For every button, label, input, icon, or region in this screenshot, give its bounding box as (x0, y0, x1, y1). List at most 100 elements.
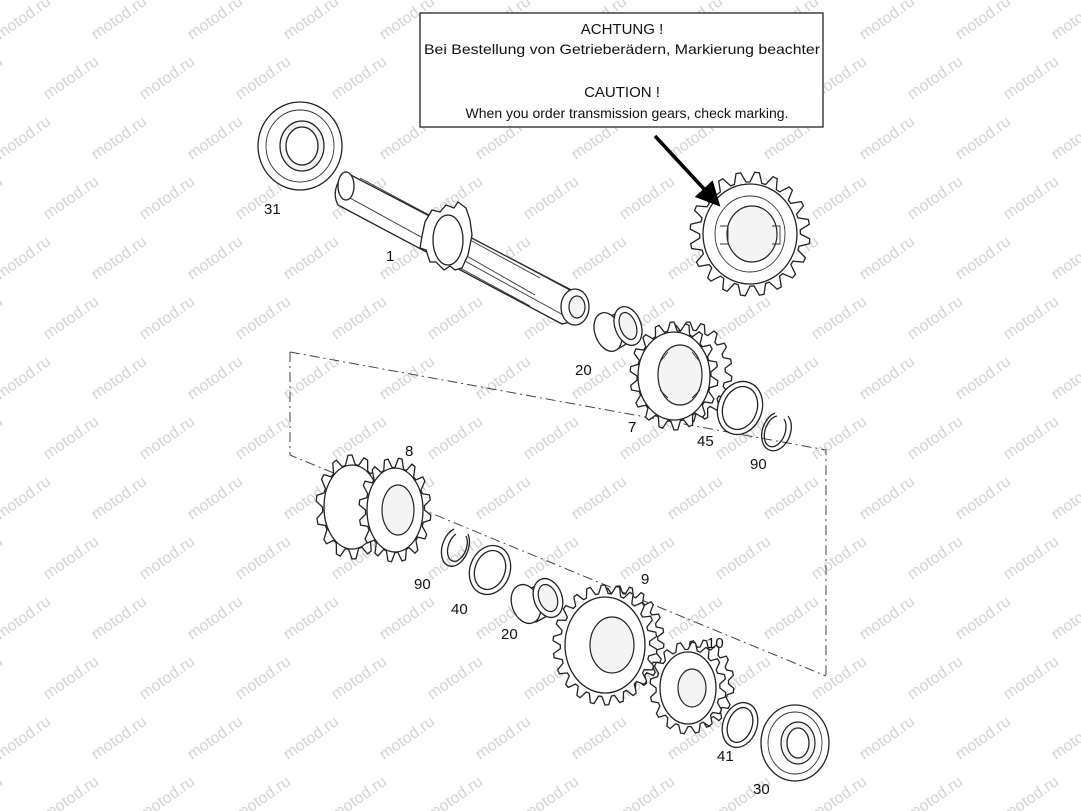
caution-note: ACHTUNG ! Bei Bestellung von Getrieberäd… (419, 12, 824, 128)
part-number-45: 45 (697, 433, 714, 450)
watermark-text: motod.ru (0, 233, 54, 283)
part-number-1: 1 (386, 248, 394, 265)
main-shaft-1 (334, 171, 590, 326)
watermark-text: motod.ru (569, 473, 630, 523)
watermark-text: motod.ru (1049, 113, 1081, 163)
watermark-text: motod.ru (1049, 0, 1081, 43)
part-number-9: 9 (641, 571, 649, 588)
watermark-text: motod.ru (425, 773, 486, 811)
watermark-text: motod.ru (185, 233, 246, 283)
watermark-text: motod.ru (0, 293, 6, 343)
part-number-90-top: 90 (750, 456, 767, 473)
watermark-text: motod.ru (473, 473, 534, 523)
circlip-90-top (761, 412, 792, 452)
watermark-text: motod.ru (137, 773, 198, 811)
watermark-text: motod.ru (809, 533, 870, 583)
pointer-arrow (653, 134, 721, 207)
part-number-7: 7 (628, 419, 636, 436)
note-text-en: When you order transmission gears, check… (466, 105, 789, 121)
bearing-30 (760, 704, 830, 782)
note-heading-de: ACHTUNG ! (581, 21, 664, 38)
part-number-20-top: 20 (575, 362, 592, 379)
watermark-text: motod.ru (617, 773, 678, 811)
watermark-text: motod.ru (521, 173, 582, 223)
watermark-text: motod.ru (233, 533, 294, 583)
watermark-text: motod.ru (905, 413, 966, 463)
watermark-text: motod.ru (761, 353, 822, 403)
watermark-text: motod.ru (233, 53, 294, 103)
watermark-text: motod.ru (1001, 173, 1062, 223)
watermark-text: motod.ru (1049, 233, 1081, 283)
watermark-text: motod.ru (185, 593, 246, 643)
watermark-text: motod.ru (953, 233, 1014, 283)
watermark-text: motod.ru (329, 53, 390, 103)
watermark-text: motod.ru (473, 713, 534, 763)
watermark-text: motod.ru (905, 53, 966, 103)
watermark-text: motod.ru (0, 713, 54, 763)
washer-41 (721, 701, 759, 749)
watermark-text: motod.ru (0, 0, 54, 43)
part-number-31: 31 (264, 201, 281, 218)
watermark-text: motod.ru (185, 113, 246, 163)
watermark-text: motod.ru (473, 353, 534, 403)
watermark-text: motod.ru (0, 593, 54, 643)
watermark-text: motod.ru (89, 113, 150, 163)
watermark-text: motod.ru (281, 0, 342, 43)
watermark-text: motod.ru (89, 233, 150, 283)
watermark-text: motod.ru (905, 773, 966, 811)
needle-bearing-20-bottom (510, 577, 564, 625)
bearing-31 (257, 101, 343, 191)
gear-8 (315, 454, 432, 563)
watermark-text: motod.ru (809, 293, 870, 343)
watermark-text: motod.ru (521, 533, 582, 583)
needle-bearing-20-top (593, 306, 643, 352)
marked-gear (689, 171, 811, 297)
watermark-text: motod.ru (905, 293, 966, 343)
watermark-text: motod.ru (1049, 353, 1081, 403)
watermark-text: motod.ru (377, 353, 438, 403)
watermark-text: motod.ru (137, 53, 198, 103)
watermark-text: motod.ru (0, 773, 6, 811)
watermark-text: motod.ru (0, 653, 6, 703)
watermark-text: motod.ru (0, 413, 6, 463)
watermark-text: motod.ru (1049, 473, 1081, 523)
watermark-text: motod.ru (1001, 293, 1062, 343)
watermark-text: motod.ru (89, 473, 150, 523)
part-number-8: 8 (405, 443, 413, 460)
watermark-text: motod.ru (233, 293, 294, 343)
watermark-text: motod.ru (377, 713, 438, 763)
watermark-text: motod.ru (1049, 593, 1081, 643)
watermark-text: motod.ru (1001, 653, 1062, 703)
watermark-text: motod.ru (41, 53, 102, 103)
watermark-text: motod.ru (281, 233, 342, 283)
watermark-text: motod.ru (425, 293, 486, 343)
assembly-outline (289, 351, 827, 677)
watermark-text: motod.ru (1001, 413, 1062, 463)
gear-7 (629, 321, 733, 431)
watermark-text: motod.ru (809, 413, 870, 463)
watermark-text: motod.ru (857, 0, 918, 43)
watermark-text: motod.ru (41, 173, 102, 223)
watermark-text: motod.ru (0, 53, 6, 103)
watermark-text: motod.ru (425, 653, 486, 703)
watermark-text: motod.ru (137, 173, 198, 223)
watermark-text: motod.ru (41, 773, 102, 811)
watermark-text: motod.ru (137, 413, 198, 463)
watermark-text: motod.ru (377, 593, 438, 643)
watermark-text: motod.ru (1001, 53, 1062, 103)
watermark-text: motod.ru (233, 773, 294, 811)
gear-10 (649, 639, 735, 735)
watermark-text: motod.ru (89, 0, 150, 43)
watermark-text: motod.ru (281, 713, 342, 763)
watermark-text: motod.ru (521, 773, 582, 811)
watermark-text: motod.ru (521, 413, 582, 463)
watermark-text: motod.ru (89, 593, 150, 643)
watermark-text: motod.ru (425, 413, 486, 463)
watermark-text: motod.ru (329, 293, 390, 343)
part-number-40: 40 (451, 601, 468, 618)
watermark-text: motod.ru (713, 293, 774, 343)
watermark-text: motod.ru (953, 113, 1014, 163)
watermark-text: motod.ru (857, 353, 918, 403)
watermark-text: motod.ru (1001, 773, 1062, 811)
